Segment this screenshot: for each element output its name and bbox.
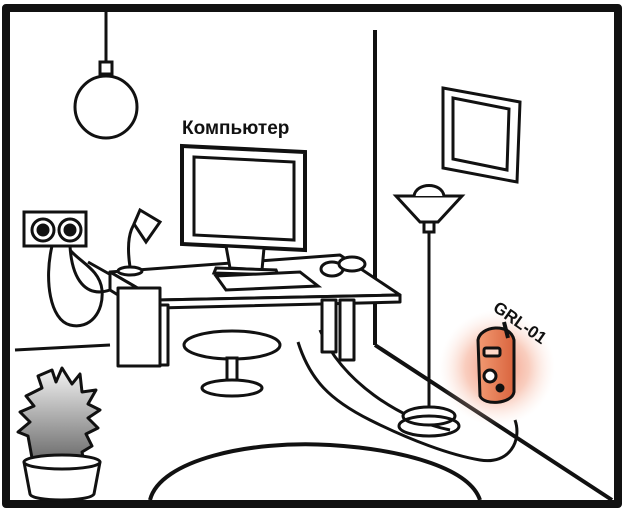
keyboard (216, 272, 318, 290)
pendant-lamp (75, 12, 137, 138)
computer-label: Компьютер (182, 118, 289, 139)
desk-lamp (118, 210, 160, 275)
wall-socket (24, 212, 86, 246)
monitor (182, 146, 305, 275)
rug (150, 444, 480, 500)
wall-picture (443, 88, 520, 182)
plant (18, 368, 100, 500)
stool (184, 331, 280, 396)
